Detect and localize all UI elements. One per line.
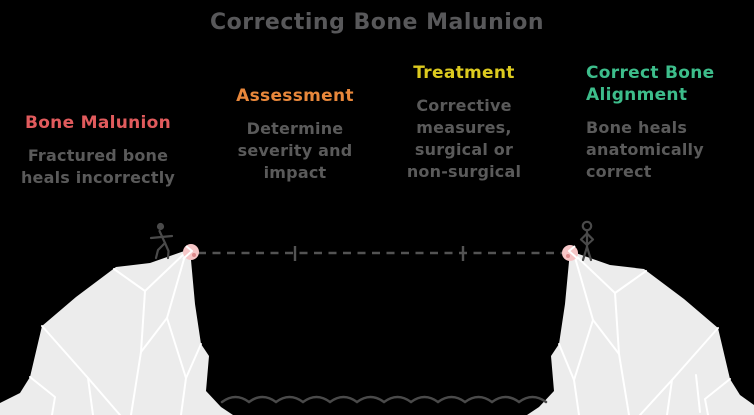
stage-text-line: non-surgical bbox=[406, 162, 522, 181]
page-title: Correcting Bone Malunion bbox=[209, 10, 545, 35]
pin-dot-right-icon bbox=[562, 245, 579, 261]
stage-text-line: Fractured bone bbox=[27, 146, 169, 165]
stage-text-line: correct bbox=[586, 162, 652, 181]
stage-text-line: impact bbox=[263, 163, 327, 182]
stage-assessment: Assessment Determine severity and impact bbox=[220, 85, 370, 184]
stage-bone-malunion: Bone Malunion Fractured bone heals incor… bbox=[10, 112, 186, 189]
stage-text-line: heals incorrectly bbox=[20, 168, 176, 187]
stage-heading: Correct Bone Alignment bbox=[586, 63, 715, 105]
stage-correct-bone-alignment: Correct Bone Alignment Bone heals anatom… bbox=[586, 62, 736, 183]
stage-text-line: Determine bbox=[246, 119, 344, 138]
water-waves-icon bbox=[220, 395, 548, 404]
cliff-left-icon bbox=[0, 249, 233, 415]
stage-heading: Treatment bbox=[413, 63, 515, 83]
stage-text-line: Bone heals bbox=[586, 118, 688, 137]
stage-heading: Assessment bbox=[236, 86, 354, 106]
pin-dot-left-icon bbox=[182, 244, 199, 260]
stage-heading: Bone Malunion bbox=[24, 113, 172, 133]
stage-text-line: surgical or bbox=[414, 140, 514, 159]
stick-figure-standing-icon bbox=[579, 220, 595, 262]
cliff-right-icon bbox=[527, 251, 754, 415]
stage-text-line: anatomically bbox=[586, 140, 704, 159]
dashed-distance-line bbox=[198, 246, 572, 261]
stage-text-line: severity and bbox=[237, 141, 353, 160]
stage-text-line: measures, bbox=[416, 118, 512, 137]
stick-figure-walking-icon bbox=[149, 222, 174, 260]
stage-text-line: Corrective bbox=[416, 96, 512, 115]
stage-treatment: Treatment Corrective measures, surgical … bbox=[389, 62, 539, 183]
